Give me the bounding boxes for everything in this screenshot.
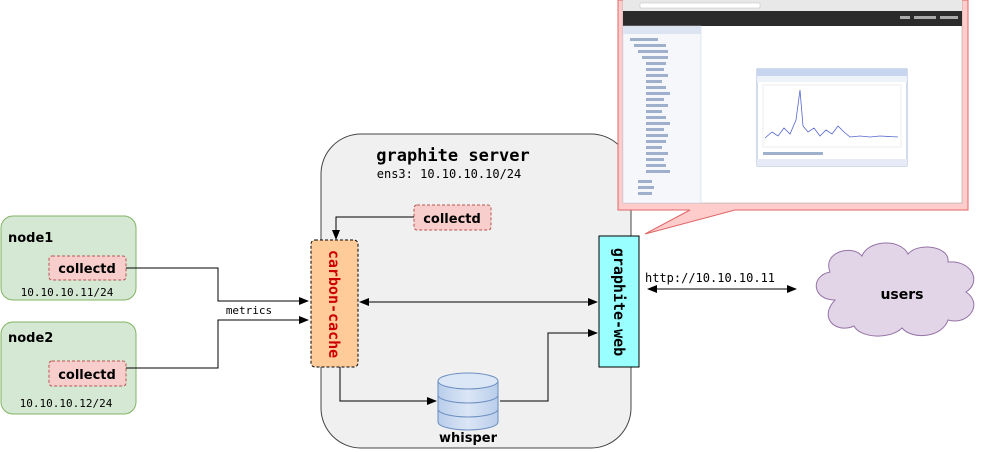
node1-ip: 10.10.10.11/24 — [21, 286, 114, 299]
node2-ip: 10.10.10.12/24 — [20, 397, 113, 410]
graphite-web-screenshot — [622, 0, 963, 204]
node2-name: node2 — [8, 331, 53, 346]
node1-name: node1 — [8, 231, 53, 246]
server-title: graphite server — [376, 146, 530, 166]
metrics-label: metrics — [226, 304, 272, 317]
graphite-web-box — [598, 235, 640, 368]
carbon-cache-label: carbon-cache — [325, 250, 343, 358]
server-collectd — [413, 204, 492, 231]
edge-carbon-whisper — [339, 367, 437, 405]
http-label: http://10.10.10.11 — [645, 271, 775, 285]
node2-collectd — [48, 360, 127, 387]
edge-whisper-web — [500, 329, 598, 402]
node1-collectd — [48, 255, 127, 281]
server-interface: ens3: 10.10.10.10/24 — [377, 167, 522, 181]
carbon-cache-box — [310, 239, 359, 368]
server-collectd-label: collectd — [423, 212, 481, 227]
whisper-label: whisper — [439, 431, 498, 446]
node1-collectd-label: collectd — [58, 262, 116, 277]
node2-collectd-label: collectd — [58, 368, 116, 383]
edge-node2-carbon — [126, 316, 309, 369]
users-cloud — [815, 242, 975, 337]
whisper-database-icon — [437, 372, 499, 431]
edge-collectd-carbon — [332, 216, 414, 240]
users-label: users — [880, 287, 923, 303]
graphite-web-label: graphite-web — [610, 248, 628, 356]
edge-node1-carbon — [126, 267, 309, 305]
